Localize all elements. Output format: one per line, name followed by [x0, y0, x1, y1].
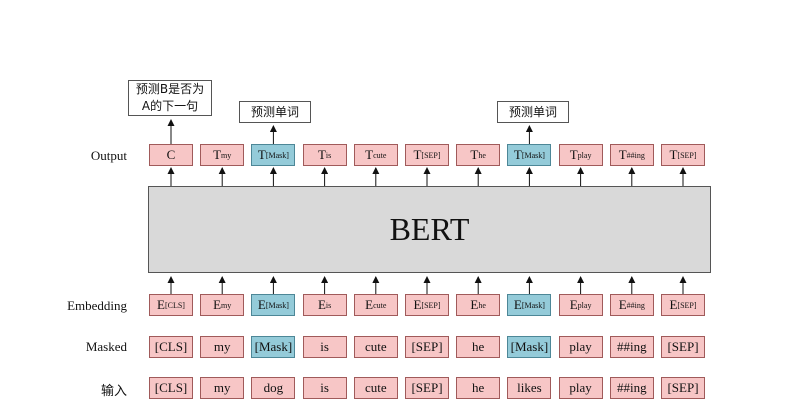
output-token-0: C [149, 144, 193, 166]
embedding-token-0: E[CLS] [149, 294, 193, 316]
bert-model-box: BERT [148, 186, 711, 273]
embedding-token-subscript: [Mask] [265, 300, 289, 310]
input-row-label: 输入 [100, 383, 127, 398]
output-token-subscript: is [325, 150, 332, 160]
output-token-subscript: [SEP] [421, 150, 441, 160]
embedding-row-label: Embedding [67, 298, 127, 313]
mlm-callout-2: 预测单词 [497, 101, 569, 123]
input-token-8: play [558, 377, 603, 399]
masked-token-0: [CLS] [149, 336, 193, 358]
nsp-callout-line-2: A的下一句 [141, 99, 199, 113]
embedding-token-subscript: is [325, 300, 332, 310]
embedding-token-subscript: [SEP] [677, 300, 697, 310]
output-row-label: Output [90, 148, 127, 163]
nsp-callout-line-1: 预测B是否为 [135, 82, 205, 96]
nsp-callout: 预测B是否为 A的下一句 [128, 80, 212, 116]
output-token-subscript: he [478, 150, 486, 160]
masked-row-label: Masked [85, 339, 127, 354]
input-token-4: cute [353, 377, 398, 399]
output-token-2: T[Mask] [251, 144, 296, 166]
output-token-10: T[SEP] [661, 144, 705, 166]
masked-token-7: [Mask] [507, 336, 552, 358]
embedding-token-subscript: [CLS] [164, 300, 185, 310]
embedding-token-subscript: [SEP] [421, 300, 441, 310]
masked-token-6: he [456, 336, 501, 358]
input-token-6: he [456, 377, 501, 399]
input-token-5: [SEP] [405, 377, 449, 399]
output-token-9: T##ing [609, 144, 654, 166]
input-token-1: my [200, 377, 245, 399]
input-token-7: likes [507, 377, 552, 399]
embedding-token-subscript: he [478, 300, 486, 310]
input-token-10: [SEP] [661, 377, 705, 399]
embedding-token-subscript: cute [373, 300, 387, 310]
output-token-subscript: [Mask] [521, 150, 545, 160]
embedding-token-subscript: [Mask] [521, 300, 545, 310]
masked-token-3: is [302, 336, 347, 358]
embedding-token-2: E[Mask] [251, 294, 296, 316]
masked-token-5: [SEP] [405, 336, 449, 358]
output-token-7: T[Mask] [507, 144, 552, 166]
masked-token-8: play [558, 336, 603, 358]
embedding-token-9: E##ing [609, 294, 654, 316]
embedding-token-subscript: play [577, 300, 592, 310]
output-token-5: T[SEP] [405, 144, 449, 166]
embedding-token-7: E[Mask] [507, 294, 552, 316]
input-token-2: dog [251, 377, 296, 399]
embedding-token-subscript: ##ing [626, 300, 645, 310]
embedding-token-10: E[SEP] [661, 294, 705, 316]
output-token-subscript: [SEP] [677, 150, 697, 160]
output-token-subscript: my [221, 150, 232, 160]
output-token-subscript: play [577, 150, 592, 160]
input-token-9: ##ing [609, 377, 654, 399]
masked-token-10: [SEP] [661, 336, 705, 358]
embedding-token-5: E[SEP] [405, 294, 449, 316]
output-token-subscript: [Mask] [265, 150, 289, 160]
masked-token-2: [Mask] [251, 336, 296, 358]
input-token-0: [CLS] [149, 377, 193, 399]
mlm-callout-1: 预测单词 [239, 101, 311, 123]
input-token-3: is [302, 377, 347, 399]
masked-token-4: cute [353, 336, 398, 358]
output-token-subscript: cute [373, 150, 387, 160]
embedding-token-subscript: my [221, 300, 232, 310]
masked-token-9: ##ing [609, 336, 654, 358]
masked-token-1: my [200, 336, 245, 358]
output-token-subscript: ##ing [626, 150, 645, 160]
